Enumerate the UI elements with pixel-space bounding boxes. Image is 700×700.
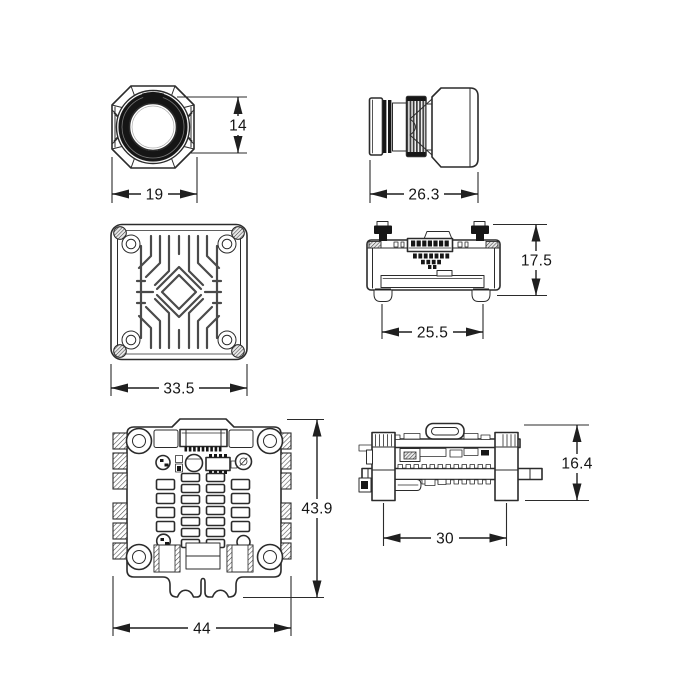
board-side-view [366, 221, 501, 302]
arrowhead [274, 623, 291, 633]
arrowhead [233, 136, 243, 153]
arrowhead [111, 383, 128, 393]
corner-screw [113, 226, 245, 358]
arrowhead [461, 189, 478, 199]
camera-front-view [111, 85, 195, 169]
camera-lens [115, 89, 191, 165]
dimension-label: 26.3 [408, 187, 439, 204]
arrowhead [112, 189, 129, 199]
lens-top-mark [141, 91, 165, 101]
mounting-hole [121, 234, 237, 350]
pin-header [406, 231, 454, 253]
arrowhead [233, 97, 243, 114]
camera-side-view [368, 87, 479, 168]
card-slot [380, 275, 485, 288]
grommet-right [471, 288, 491, 302]
arrowhead [382, 327, 399, 337]
arrowhead [489, 533, 507, 543]
grommet-left [373, 288, 393, 302]
dimension-label: 33.5 [163, 381, 194, 398]
dimension-stack-mount-spacing: 30 [382, 503, 508, 548]
arrowhead [312, 580, 322, 598]
dimension-board-side-height: 17.5 [493, 223, 557, 297]
arrowhead [466, 327, 483, 337]
heatsink-fins [135, 234, 223, 350]
dimension-label: 16.4 [561, 456, 592, 473]
arrowhead [383, 533, 401, 543]
esc-components [155, 452, 253, 474]
dimension-camera-front-height: 14 [177, 96, 252, 154]
arrowhead [572, 425, 582, 442]
dimension-label: 19 [146, 187, 164, 204]
camera-housing [431, 87, 479, 168]
dimension-label: 14 [229, 118, 247, 135]
heatsink-view [110, 223, 248, 361]
dimension-label: 43.9 [301, 501, 332, 518]
mid-components [399, 448, 489, 462]
dimension-camera-front-width: 19 [111, 157, 198, 204]
arrowhead [230, 383, 247, 393]
standoff-left [366, 431, 396, 502]
dimension-label: 44 [193, 621, 211, 638]
bottom-board [361, 467, 543, 481]
usb-c-connector [425, 422, 465, 440]
lens-barrel [392, 102, 407, 152]
arrowhead [531, 224, 541, 242]
esc-connector [179, 428, 228, 452]
dimension-esc-width: 44 [112, 576, 292, 638]
arrowhead [370, 189, 387, 199]
dimension-label: 17.5 [521, 253, 552, 270]
top-screw-right [471, 221, 489, 241]
esc-board-view [112, 418, 292, 598]
dimension-camera-side-length: 26.3 [369, 160, 479, 204]
top-screw-left [374, 221, 392, 241]
arrowhead [572, 483, 582, 501]
fet-grid [155, 472, 251, 549]
esc-bottom-pads [153, 542, 254, 573]
dimension-label: 25.5 [417, 325, 448, 342]
arrowhead [113, 623, 130, 633]
dimension-board-mount-spacing: 25.5 [381, 304, 484, 342]
lens-front-cap [368, 97, 384, 156]
dimension-heatsink-width: 33.5 [110, 364, 248, 398]
standoff-right [494, 431, 519, 502]
mounting-hole [125, 427, 284, 571]
heatsink-plate [110, 223, 248, 361]
dimension-stack-height: 16.4 [524, 424, 598, 502]
edge-solder-pads [112, 432, 292, 560]
dimension-label: 30 [436, 531, 454, 548]
stack-side-view [358, 422, 543, 502]
pin-labels [413, 253, 450, 269]
arrowhead [180, 189, 197, 199]
dimension-esc-height: 43.9 [243, 418, 337, 599]
arrowhead [531, 278, 541, 296]
arrowhead [312, 419, 322, 437]
